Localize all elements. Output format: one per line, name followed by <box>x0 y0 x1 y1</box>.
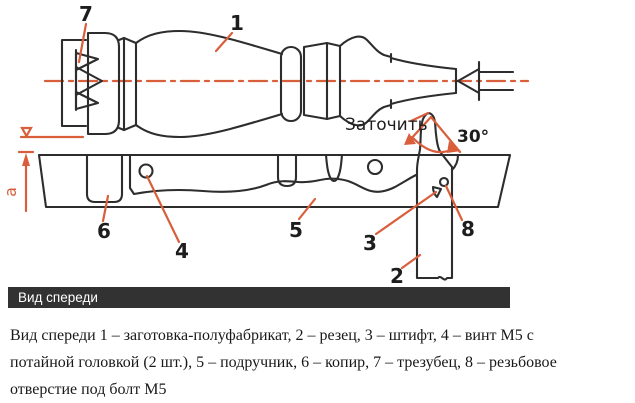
tool-rest-and-copier <box>37 153 512 209</box>
screw-hole-right <box>366 158 384 176</box>
callout-8: 8 <box>461 217 475 241</box>
callout-7: 7 <box>79 2 93 26</box>
datum-mark <box>19 126 85 139</box>
view-title-bar: Вид спереди <box>8 287 510 308</box>
callout-5: 5 <box>289 218 303 242</box>
caption-line: потайной головкой (2 шт.), 5 – подручник… <box>10 354 557 371</box>
callout-labels: 7 1 6 4 5 3 8 2 <box>79 2 475 286</box>
callout-2: 2 <box>390 264 404 286</box>
screw-hole-left <box>138 163 154 179</box>
threaded-hole-8 <box>438 176 450 188</box>
view-title: Вид спереди <box>18 290 98 305</box>
workpiece-outline <box>86 29 458 139</box>
cutter <box>415 112 454 281</box>
sharpen-label: Заточить <box>345 115 428 135</box>
callout-leaders <box>77 22 464 270</box>
trident-center <box>60 38 104 128</box>
dimension-a: a <box>1 150 35 213</box>
dim-a-label: a <box>1 187 20 197</box>
caption-line: Вид спереди 1 – заготовка-полуфабрикат, … <box>10 327 534 344</box>
caption-line: отверстие под болт М5 <box>10 381 167 398</box>
tailstock-center <box>456 60 515 102</box>
sharpen-annotation: Заточить 30° <box>345 111 489 154</box>
callout-4: 4 <box>175 239 189 263</box>
angle-label: 30° <box>457 127 489 147</box>
figure-caption: Вид спереди 1 – заготовка-полуфабрикат, … <box>0 308 635 403</box>
callout-3: 3 <box>363 231 377 255</box>
callout-1: 1 <box>230 11 244 35</box>
front-view-diagram: a Заточить 30° 7 1 6 4 5 3 8 2 <box>1 2 530 286</box>
callout-6: 6 <box>97 219 111 243</box>
